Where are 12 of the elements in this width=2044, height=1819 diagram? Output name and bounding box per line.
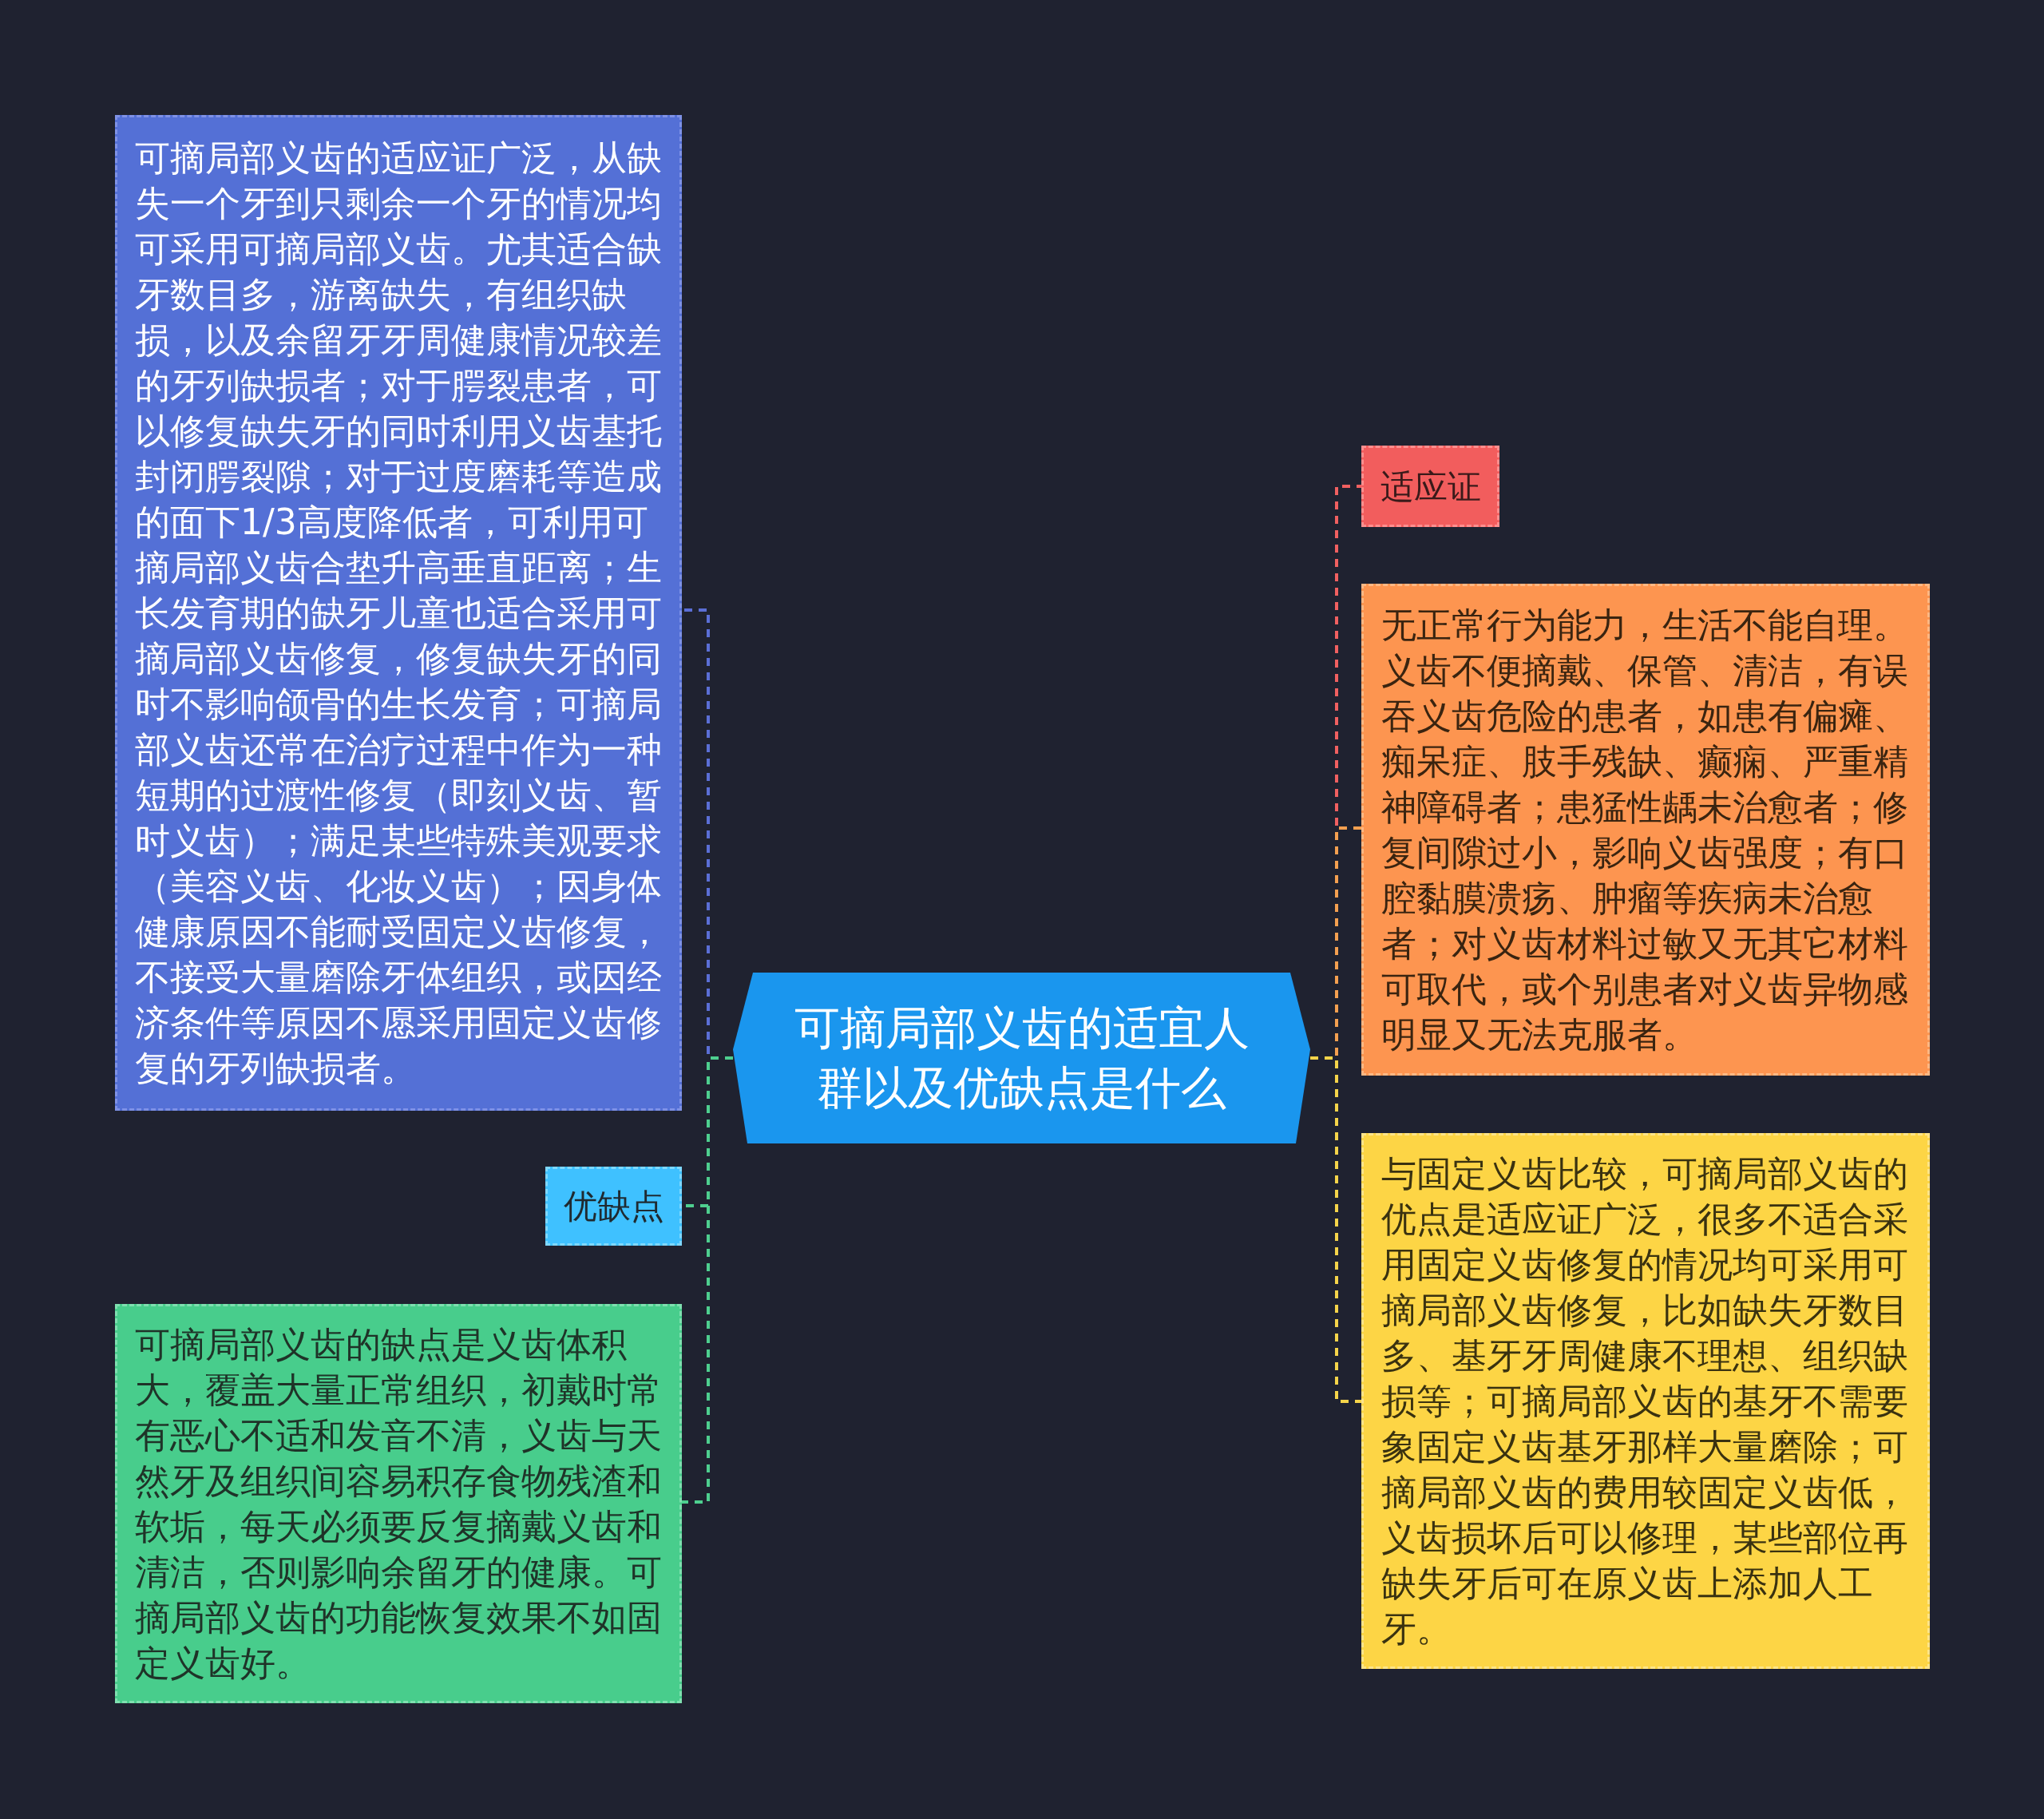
connector-line xyxy=(1310,1056,1361,1403)
note-text: 无正常行为能力，生活不能自理。义齿不便摘戴、保管、清洁，有误吞义齿危险的患者，如患有偏瘫、痴呆症、肢手残缺、癫痫、严重精神障碍者；患猛性龋未治愈者；修复间隙过小，影响义齿强度；有口腔黏膜溃疡、肿瘤等疾病未治愈者；对义齿材料过敏又无其它材料可取代，或个别患者对义齿异物感明显又无法克服者。 xyxy=(1381,604,1909,1056)
branch-label-box xyxy=(545,1167,682,1246)
note-box xyxy=(115,1304,682,1703)
note-text: 与固定义齿比较，可摘局部义齿的优点是适应证广泛，很多不适合采用固定义齿修复的情况均可采用可摘局部义齿修复，比如缺失牙数目多、基牙牙周健康不理想、组织缺损等；可摘局部义齿的基牙不需要象固定义齿基牙那样大量磨除；可摘局部义齿的费用较固定义齿低，义齿损坏后可以修理，某些部位再缺失牙后可在原义齿上添加人工牙。 xyxy=(1381,1152,1909,1651)
topic-title: 可摘局部义齿的适宜人群以及优缺点是什么 xyxy=(793,1001,1250,1116)
branch-label-box xyxy=(1361,446,1499,527)
branch-label: 优缺点 xyxy=(563,1186,664,1227)
branch-label: 适应证 xyxy=(1380,466,1481,508)
note-text: 可摘局部义齿的缺点是义齿体积大，覆盖大量正常组织，初戴时常有恶心不适和发音不清，义齿与天然牙及组织间容易积存食物残渣和软垢，每天必须要反复摘戴义齿和清洁，否则影响余留牙的健康。可摘局部义齿的功能恢复效果不如固定义齿好。 xyxy=(135,1323,662,1685)
topic-hexagon xyxy=(733,973,1310,1143)
note-text: 可摘局部义齿的适应证广泛，从缺失一个牙到只剩余一个牙的情况均可采用可摘局部义齿。尤其适合缺牙数目多，游离缺失，有组织缺损，以及余留牙牙周健康情况较差的牙列缺损者；对于腭裂患者，可以修复缺失牙的同时利用义齿基托封闭腭裂隙；对于过度磨耗等造成的面下1/3高度降低者，可利用可摘局部义齿合垫升高垂直距离；生长发育期的缺牙儿童也适合采用可摘局部义齿修复，修复缺失牙的同时不影响颌骨的生长发育；可摘局部义齿还常在治疗过程中作为一种短期的过渡性修复（即刻义齿、暂时义齿）；满足某些特殊美观要求（美容义齿、化妆义齿）；因身体健康原因不能耐受固定义齿修复，不接受大量磨除牙体组织，或因经济条件等原因不愿采用固定义齿修复的牙列缺损者。 xyxy=(135,137,662,1090)
